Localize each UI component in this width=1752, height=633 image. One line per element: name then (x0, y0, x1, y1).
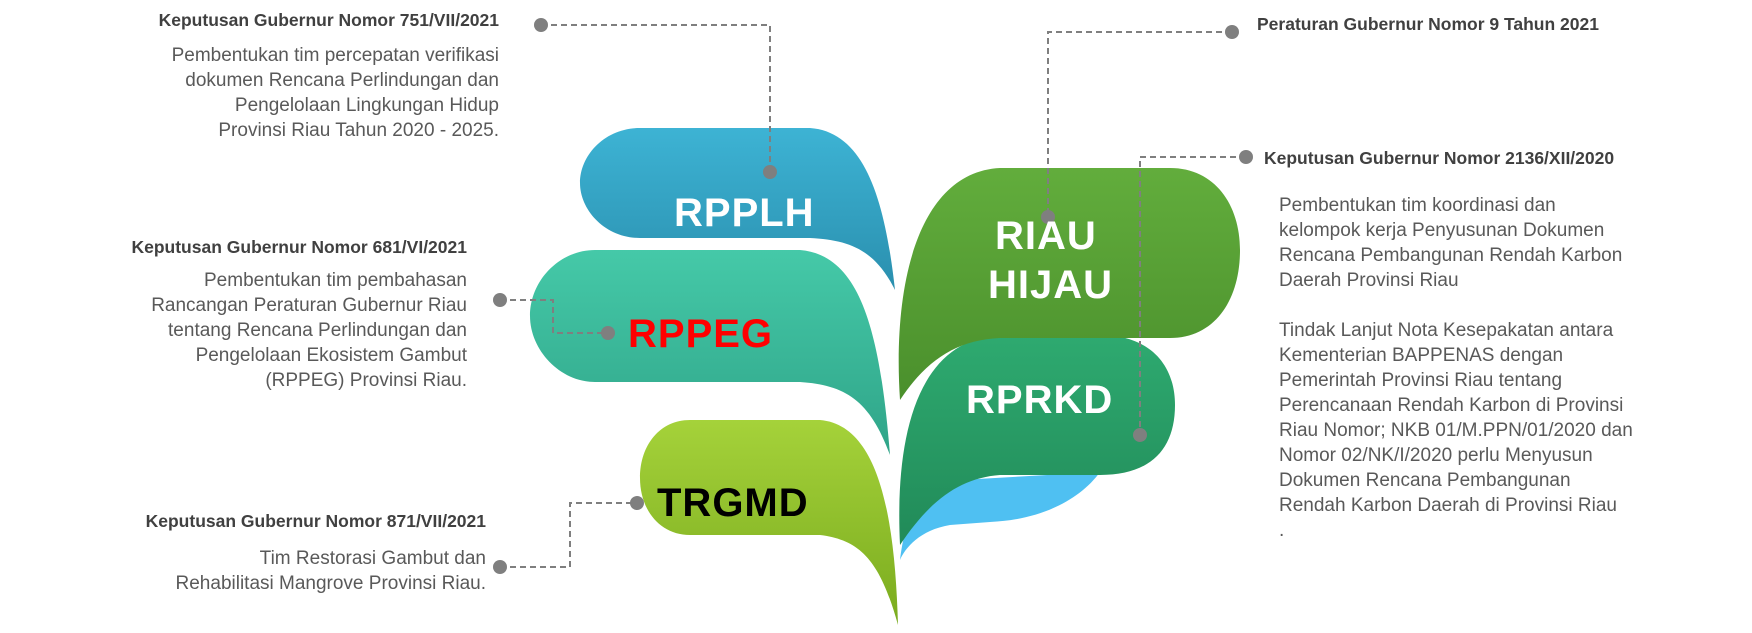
rpplh-leaf-shape (580, 128, 895, 290)
kep2136-line: Pembentukan tim koordinasi dan (1279, 195, 1556, 216)
kep2136-line (1279, 293, 1633, 318)
kep751-title: Keputusan Gubernur Nomor 751/VII/2021 (158, 10, 499, 30)
kep2136-line: Rencana Pembangunan Rendah Karbon (1279, 245, 1623, 266)
rppeg-leaf-shape (530, 250, 890, 455)
block-per9: Peraturan Gubernur Nomor 9 Tahun 2021 (1257, 14, 1599, 35)
dot-kep871-start (493, 560, 507, 574)
block-kep751: Keputusan Gubernur Nomor 751/VII/2021 Pe… (159, 10, 499, 143)
label-rprkd: RPRKD (966, 378, 1114, 422)
kep871-desc: Tim Restorasi Gambut dan Rehabilitasi Ma… (146, 546, 486, 596)
kep751-line: Provinsi Riau Tahun 2020 - 2025. (218, 120, 499, 141)
block-kep871: Keputusan Gubernur Nomor 871/VII/2021 Ti… (146, 511, 486, 596)
dot-kep751-start (534, 18, 548, 32)
dot-rppeg (601, 326, 615, 340)
connector-kep681 (500, 299, 608, 334)
dot-kep681-start (493, 293, 507, 307)
label-rppeg: RPPEG (628, 312, 774, 356)
label-riau: RIAU (995, 214, 1097, 258)
per9-title: Peraturan Gubernur Nomor 9 Tahun 2021 (1257, 14, 1599, 34)
kep871-title: Keputusan Gubernur Nomor 871/VII/2021 (145, 511, 486, 531)
label-trgmd: TRGMD (657, 481, 809, 525)
kep681-title: Keputusan Gubernur Nomor 681/VI/2021 (131, 237, 467, 257)
kep2136-line: Daerah Provinsi Riau (1279, 270, 1459, 291)
connector-kep2136 (1139, 156, 1246, 435)
kep2136-line: Nomor 02/NK/I/2020 perlu Menyusun (1279, 445, 1593, 466)
dot-per9-start (1225, 25, 1239, 39)
kep2136-line: Tindak Lanjut Nota Kesepakatan antara (1279, 320, 1614, 341)
blue-accent-shape (900, 472, 1100, 560)
kep2136-line: Pemerintah Provinsi Riau tentang (1279, 370, 1563, 391)
kep2136-line: Perencanaan Rendah Karbon di Provinsi (1279, 395, 1624, 416)
kep2136-line: Dokumen Rencana Pembangunan (1279, 470, 1571, 491)
kep751-desc: Pembentukan tim percepatan verifikasi do… (159, 43, 499, 143)
kep871-line: Rehabilitasi Mangrove Provinsi Riau. (175, 573, 486, 594)
kep681-line: Pengelolaan Ekosistem Gambut (195, 345, 467, 366)
rprkd-leaf-shape (899, 335, 1175, 545)
kep2136-line: Rendah Karbon Daerah di Provinsi Riau (1279, 495, 1617, 516)
kep751-line: dokumen Rencana Perlindungan dan (185, 70, 499, 91)
kep2136-title: Keputusan Gubernur Nomor 2136/XII/2020 (1264, 148, 1615, 168)
kep681-desc: Pembentukan tim pembahasan Rancangan Per… (131, 268, 467, 393)
kep2136-line: kelompok kerja Penyusunan Dokumen (1279, 220, 1605, 241)
block-kep681: Keputusan Gubernur Nomor 681/VI/2021 Pem… (131, 237, 467, 393)
connector-kep871 (500, 502, 637, 568)
dot-trgmd (630, 496, 644, 510)
dot-rprkd (1133, 428, 1147, 442)
dot-riau-hijau (1041, 210, 1055, 224)
dot-kep2136-start (1239, 150, 1253, 164)
block-kep2136-desc: Pembentukan tim koordinasi dan kelompok … (1279, 193, 1633, 543)
trgmd-leaf-shape (640, 420, 898, 625)
label-rpplh: RPPLH (674, 191, 815, 235)
riau-hijau-leaf-shape (898, 168, 1240, 400)
kep751-line: Pengelolaan Lingkungan Hidup (234, 95, 499, 116)
kep681-line: (RPPEG) Provinsi Riau. (265, 370, 467, 391)
kep751-line: Pembentukan tim percepatan verifikasi (171, 45, 499, 66)
kep681-line: Pembentukan tim pembahasan (204, 270, 467, 291)
label-hijau: HIJAU (988, 263, 1114, 307)
kep2136-line: Kementerian BAPPENAS dengan (1279, 345, 1564, 366)
kep2136-desc: Pembentukan tim koordinasi dan kelompok … (1279, 193, 1633, 543)
kep681-line: tentang Rencana Perlindungan dan (168, 320, 467, 341)
kep681-line: Rancangan Peraturan Gubernur Riau (151, 295, 467, 316)
kep871-line: Tim Restorasi Gambut dan (259, 548, 486, 569)
connector-per9 (1047, 31, 1232, 217)
kep2136-line: . (1279, 520, 1285, 541)
block-kep2136-title: Keputusan Gubernur Nomor 2136/XII/2020 (1264, 148, 1614, 169)
dot-rpplh (763, 165, 777, 179)
kep2136-line: Riau Nomor; NKB 01/M.PPN/01/2020 dan (1279, 420, 1633, 441)
